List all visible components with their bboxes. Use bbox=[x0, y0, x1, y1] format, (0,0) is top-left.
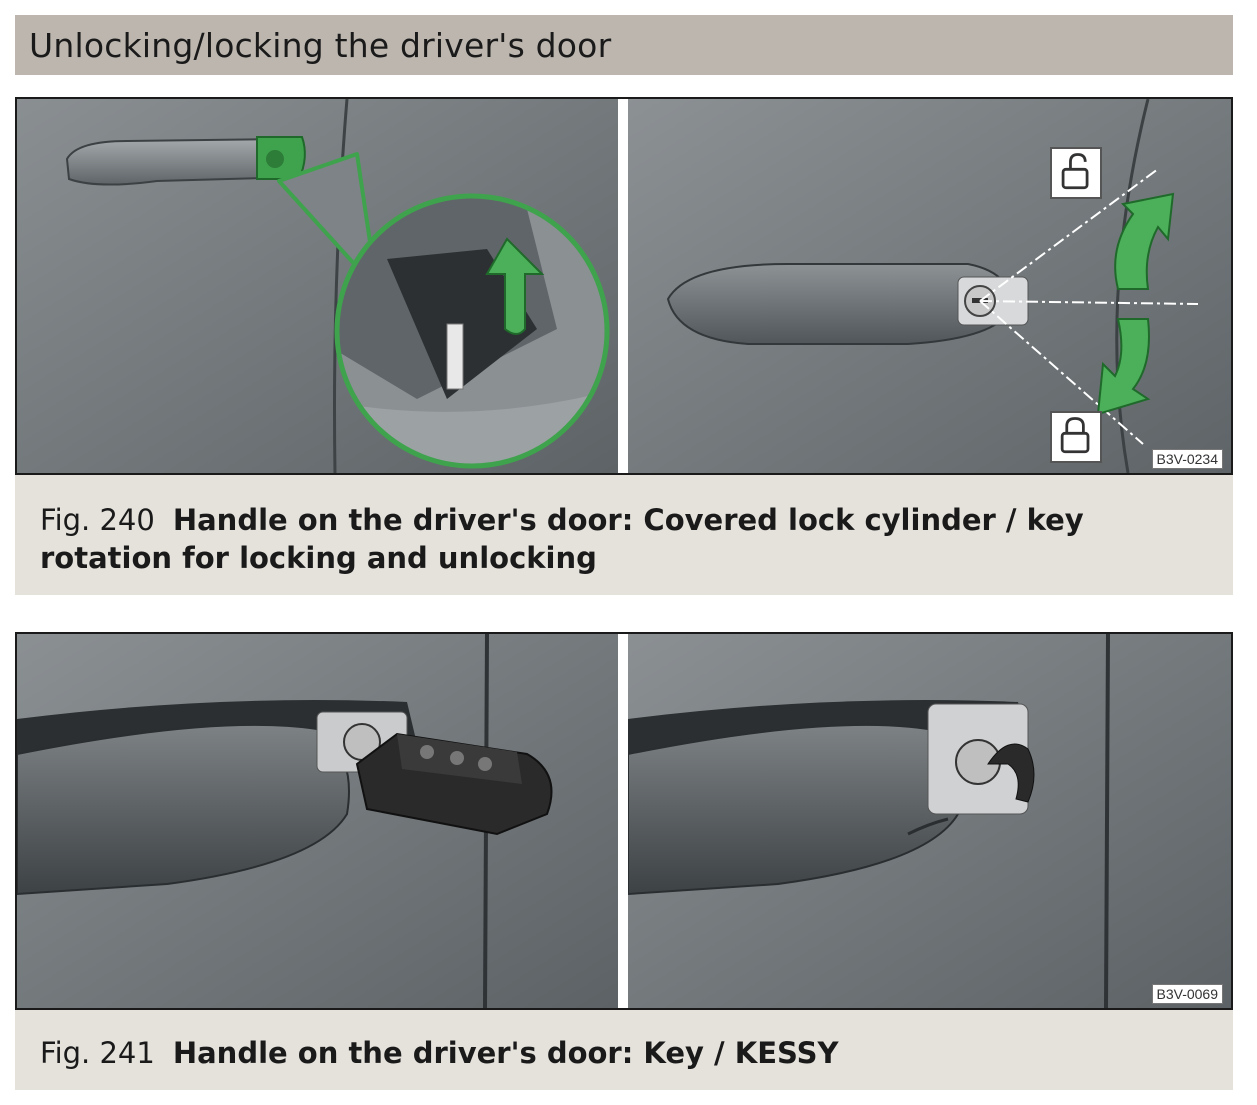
panel-divider bbox=[618, 634, 628, 1008]
rotate-up-arrow-icon bbox=[1114, 192, 1175, 290]
figure-241-illustration: B3V-0069 bbox=[15, 632, 1233, 1010]
panel-divider bbox=[618, 99, 628, 473]
page-title: Unlocking/locking the driver's door bbox=[29, 26, 612, 65]
figure-number: Fig. 240 bbox=[40, 503, 155, 537]
fig240-left-panel bbox=[17, 99, 618, 473]
figure-caption-text: Handle on the driver's door: Covered loc… bbox=[40, 503, 1084, 575]
figure-240-illustration: B3V-0234 bbox=[15, 97, 1233, 475]
emergency-key-icon bbox=[987, 743, 1035, 803]
figure-number: Fig. 241 bbox=[40, 1036, 155, 1070]
rotate-up-arrow-icon bbox=[485, 237, 545, 335]
unlocked-padlock-icon bbox=[1050, 147, 1102, 199]
image-code-label: B3V-0069 bbox=[1151, 984, 1223, 1004]
figure-241-caption: Fig. 241 Handle on the driver's door: Key… bbox=[15, 1010, 1233, 1090]
fig241-left-panel bbox=[17, 634, 618, 1008]
section-title-bar: Unlocking/locking the driver's door bbox=[15, 15, 1233, 75]
fig241-right-panel: B3V-0069 bbox=[628, 634, 1231, 1008]
figure-caption-text: Handle on the driver's door: Key / KESSY bbox=[172, 1036, 839, 1070]
car-key-fob-icon bbox=[355, 732, 553, 836]
image-code-label: B3V-0234 bbox=[1151, 449, 1223, 469]
locked-padlock-icon bbox=[1050, 411, 1102, 463]
fig240-right-panel: B3V-0234 bbox=[628, 99, 1231, 473]
